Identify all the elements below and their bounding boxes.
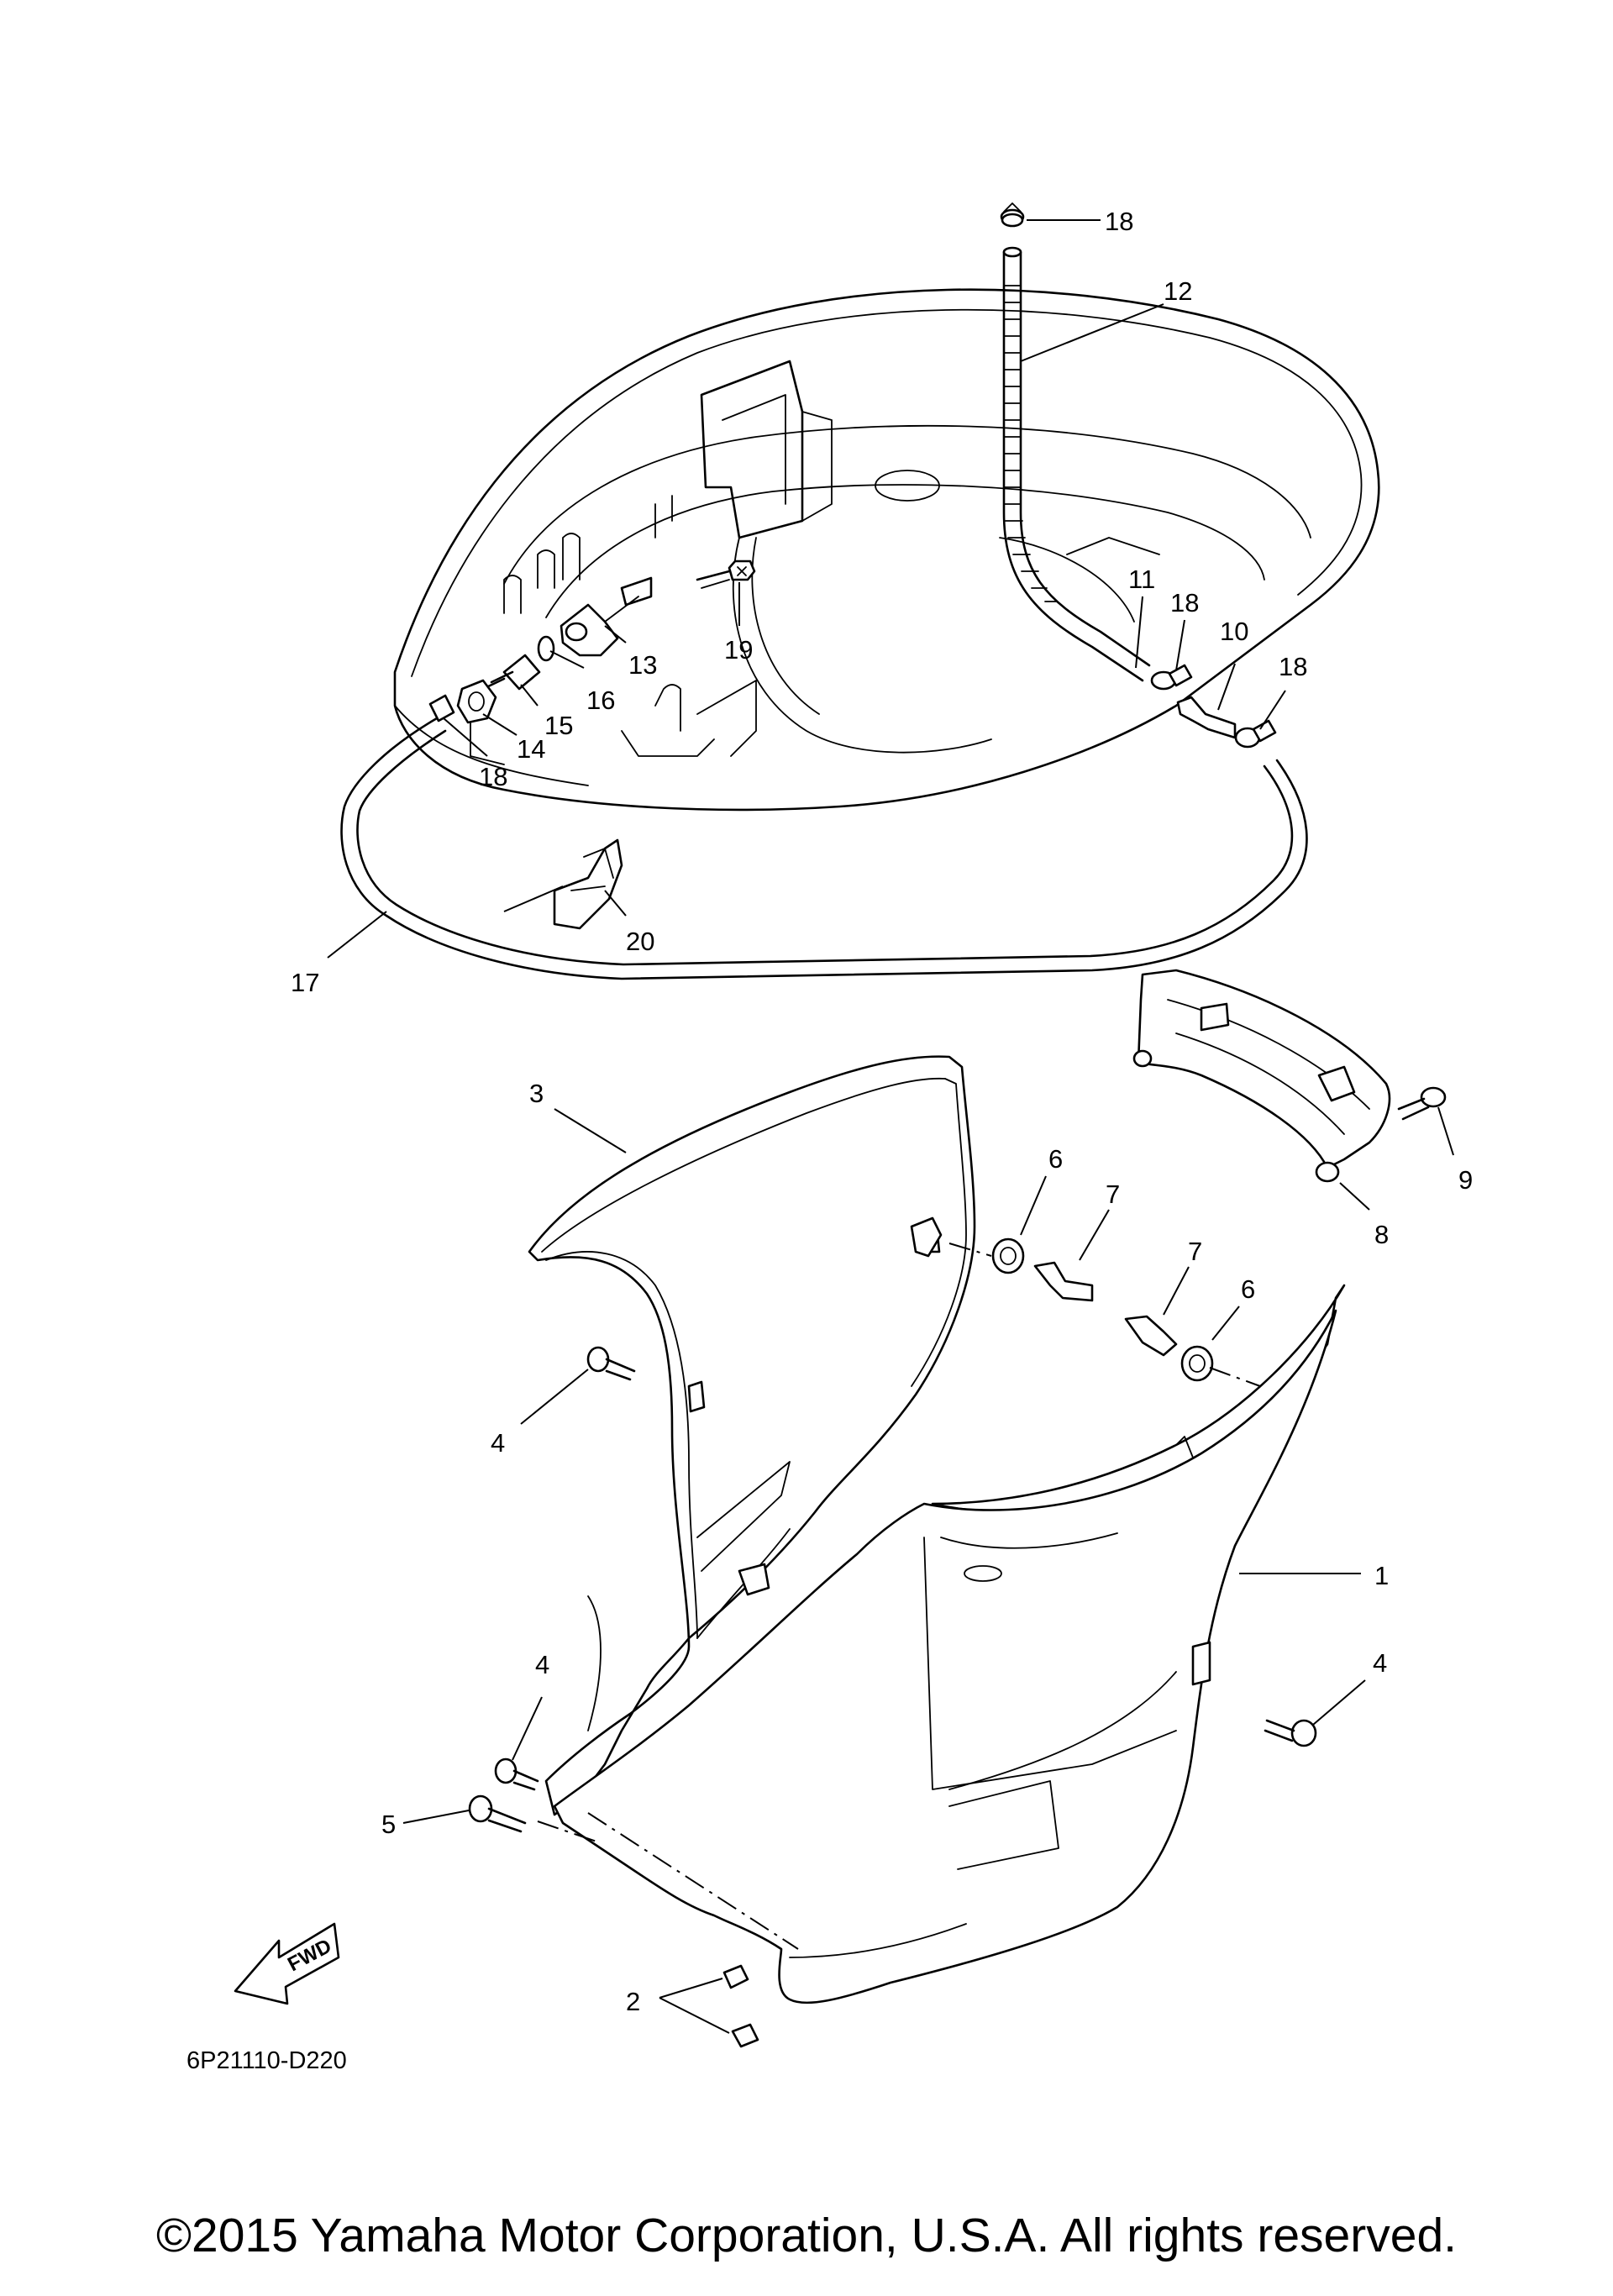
side-cover-1: [553, 1284, 1346, 2004]
callout-2: 2: [626, 1987, 640, 2016]
callout-17: 17: [291, 968, 319, 997]
callout-18-top: 18: [1105, 207, 1133, 236]
bolt-5: [468, 1794, 527, 1833]
callout-13: 13: [628, 650, 657, 680]
callout-8: 8: [1374, 1220, 1389, 1249]
bolt-4-right: [1264, 1719, 1317, 1747]
nut-14: [456, 679, 497, 724]
callout-9: 9: [1458, 1165, 1473, 1195]
callout-18-mid: 18: [1170, 588, 1199, 617]
clip-18-top: [1001, 213, 1024, 228]
callout-4-right: 4: [1373, 1648, 1387, 1678]
upper-cowling-tray: [393, 288, 1380, 812]
bracket-8: [1132, 969, 1391, 1183]
bolt-15: [481, 654, 541, 691]
washer-16: [537, 635, 555, 662]
callout-18-right: 18: [1279, 652, 1307, 681]
fitting-13: [560, 576, 653, 657]
callout-12: 12: [1164, 276, 1192, 306]
callout-14: 14: [517, 734, 545, 764]
screw-19: [696, 560, 756, 589]
alignment-line-lower: [1209, 1367, 1261, 1387]
callout-6-lower: 6: [1241, 1274, 1255, 1304]
clip-20: [503, 838, 623, 930]
callout-5: 5: [381, 1810, 396, 1839]
grommet-6-upper: [991, 1237, 1025, 1274]
hose-17: [340, 717, 1308, 980]
copyright-notice: ©2015 Yamaha Motor Corporation, U.S.A. A…: [156, 2209, 1457, 2262]
callout-labels: 18 12 11 18 10 18 19 13 16 15 14 18 20 1…: [187, 207, 1473, 2074]
clip-upper-cover: [910, 1216, 943, 1258]
callout-4-upper: 4: [491, 1428, 505, 1458]
leader-lines: [327, 219, 1454, 2034]
fwd-arrow-icon: FWD: [234, 1922, 340, 2005]
callout-19: 19: [724, 635, 753, 665]
clip-18-right: [1234, 719, 1277, 749]
callout-16: 16: [586, 686, 615, 715]
callout-10: 10: [1220, 617, 1248, 646]
part-code: 6P21110-D220: [187, 2047, 347, 2074]
alignment-line-upper: [948, 1243, 992, 1257]
callout-6-upper: 6: [1048, 1144, 1063, 1174]
callout-15: 15: [544, 711, 573, 740]
bolt-9: [1397, 1086, 1447, 1121]
grommet-6-lower: [1180, 1345, 1214, 1382]
nut-2-upper: [722, 1964, 749, 1989]
joint-10: [1176, 696, 1237, 739]
side-cover-3: [528, 1055, 976, 1816]
alignment-line-bolt-5: [537, 1821, 597, 1842]
collar-7-upper: [1033, 1261, 1094, 1302]
clip-18-mid: [1150, 664, 1193, 691]
callout-4-lower-left: 4: [535, 1650, 549, 1679]
callout-7-lower: 7: [1188, 1237, 1202, 1266]
callout-1: 1: [1374, 1561, 1389, 1590]
callout-20: 20: [626, 927, 654, 956]
clip-18-left: [428, 694, 455, 722]
collar-7-lower: [1124, 1315, 1178, 1357]
callout-7-upper: 7: [1106, 1180, 1120, 1209]
callout-11: 11: [1128, 565, 1155, 594]
bolt-4-upper: [586, 1346, 636, 1381]
alignment-line-left: [587, 1812, 799, 1950]
callout-3: 3: [529, 1079, 544, 1108]
callout-18-left: 18: [479, 762, 507, 791]
nut-2-lower: [731, 2023, 759, 2048]
bolt-4-lower-left: [494, 1757, 539, 1791]
